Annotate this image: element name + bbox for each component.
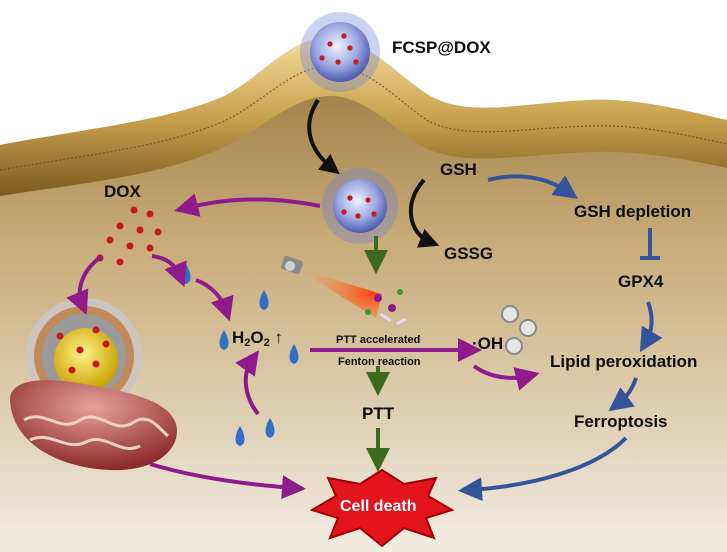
cell-death-label: Cell death [340, 498, 417, 515]
h2o2-label: H2O2 ↑ [232, 328, 283, 349]
dox-to-nucleus-arrow [66, 254, 104, 316]
dox-label: DOX [104, 182, 141, 201]
membrane-texture [0, 65, 727, 171]
gpx4-to-lipid-arrow [639, 301, 663, 353]
gsh-depletion-arrow [487, 174, 578, 199]
nanoparticle-label: FCSP@DOX [392, 38, 491, 57]
ptt-accelerated-label: PTT accelerated [336, 334, 421, 346]
cell-death-burst [309, 468, 455, 548]
ferroptosis-label: Ferroptosis [574, 412, 668, 431]
lipid-to-ferroptosis-arrow [608, 377, 638, 412]
mitochondrion [10, 380, 177, 471]
dox-to-droplet-arrow [151, 254, 187, 288]
dox-release-arrow [174, 193, 321, 217]
hydroxyl-radicals [501, 305, 537, 355]
increase-arrow-icon: ↑ [269, 328, 283, 347]
fenton-particles [365, 289, 407, 326]
ptt-label: PTT [362, 404, 395, 423]
gssg-label: GSSG [444, 244, 494, 263]
ferroptosis-to-death-arrow [458, 436, 628, 502]
laser-source [281, 255, 382, 318]
droplet-to-h2o2-arrow [195, 278, 234, 322]
nanoparticle-outside [300, 12, 380, 92]
lipid-peroxidation-label: Lipid peroxidation [550, 352, 698, 371]
hydroxyl-label: ·OH [472, 334, 504, 353]
mito-to-death-arrow [149, 462, 306, 500]
oh-to-lipid-arrow [472, 364, 540, 391]
h2o2-sub2: 2 [263, 337, 270, 349]
nanoparticle-inside [322, 168, 398, 244]
h2o2-o: O [250, 328, 264, 347]
internalization-arrow [307, 98, 340, 175]
cell-membrane [0, 37, 727, 197]
mito-h2o2-arrow [235, 350, 260, 416]
h2o2-sub1: 2 [244, 337, 251, 349]
gsh-depletion-label: GSH depletion [574, 202, 692, 221]
gsh-label: GSH [440, 160, 477, 179]
h2o2-h: H [232, 328, 245, 347]
gpx4-label: GPX4 [618, 272, 664, 291]
fenton-reaction-label: Fenton reaction [338, 356, 421, 368]
extracellular-space [0, 0, 727, 145]
gsh-oxidation-arrow [408, 178, 440, 248]
